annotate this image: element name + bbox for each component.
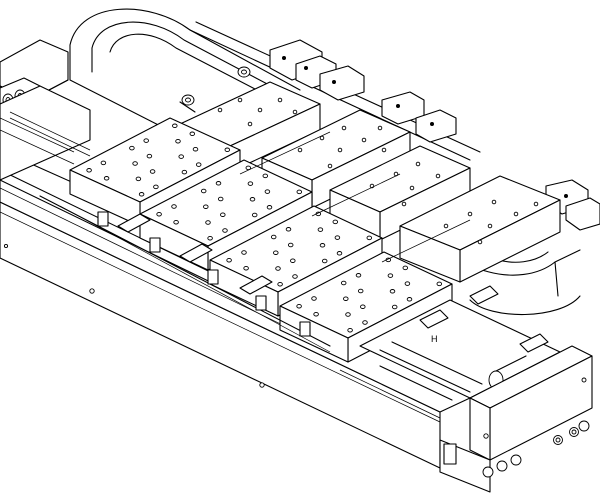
plate-hole: [204, 205, 209, 209]
plate-hole: [335, 236, 340, 240]
plate-hole: [267, 206, 272, 210]
plate-hole: [144, 139, 149, 143]
carriage-front-4-holes: [297, 258, 442, 332]
plate-hole: [174, 220, 179, 224]
plate-hole: [405, 282, 410, 286]
plate-hole: [358, 289, 363, 293]
plate-hole: [291, 259, 296, 263]
plate-hole: [173, 124, 178, 128]
plate-hole: [201, 189, 206, 193]
plate-hole: [130, 146, 135, 150]
plate-hole: [361, 305, 366, 309]
plate-hole: [176, 139, 181, 143]
plate-hole: [337, 252, 342, 256]
plate-hole: [286, 228, 291, 232]
plate-hole: [87, 169, 92, 173]
plate-hole: [367, 236, 372, 240]
plate-hole: [278, 282, 283, 286]
back-connectors: [270, 40, 600, 230]
front-rail-details: [40, 196, 330, 352]
plate-hole: [252, 213, 257, 217]
carriage-front-3-holes: [227, 212, 372, 286]
plate-hole: [139, 193, 144, 197]
plate-hole: [248, 182, 253, 186]
plate-hole: [223, 229, 228, 233]
plate-hole: [314, 312, 319, 316]
plate-hole: [246, 166, 251, 170]
plate-hole: [147, 154, 152, 158]
plate-hole: [390, 290, 395, 294]
right-end-cap: [440, 346, 592, 492]
carriage-upper-3: [330, 146, 470, 240]
plate-hole: [221, 213, 226, 217]
plate-hole: [154, 185, 159, 189]
carriage-front-1-holes: [87, 124, 230, 196]
plate-hole: [356, 274, 361, 278]
plate-hole: [104, 177, 109, 181]
plate-hole: [318, 228, 323, 232]
plate-hole: [265, 190, 270, 194]
plate-hole: [150, 170, 155, 174]
plate-hole: [341, 281, 346, 285]
plate-hole: [250, 198, 255, 202]
plate-hole: [227, 258, 232, 262]
plate-hole: [133, 162, 138, 166]
plate-hole: [242, 251, 247, 255]
plate-hole: [225, 148, 230, 152]
plate-hole: [182, 170, 187, 174]
carriage-upper-4: [400, 176, 560, 282]
plate-hole: [263, 174, 268, 178]
plate-hole: [157, 212, 162, 216]
plate-hole: [101, 161, 106, 165]
plate-hole: [403, 266, 408, 270]
plate-hole: [348, 328, 353, 332]
plate-hole: [392, 305, 397, 309]
plate-hole: [312, 297, 317, 301]
plate-hole: [333, 220, 338, 224]
plate-hole: [388, 274, 393, 278]
plate-hole: [271, 235, 276, 239]
plate-hole: [196, 163, 201, 167]
sensor-mark-label: H: [431, 334, 438, 344]
plate-hole: [190, 132, 195, 136]
plate-hole: [179, 155, 184, 159]
plate-hole: [218, 197, 223, 201]
plate-hole: [244, 266, 249, 270]
plate-hole: [288, 243, 293, 247]
plate-hole: [320, 244, 325, 248]
plate-hole: [437, 282, 442, 286]
plate-hole: [344, 297, 349, 301]
plate-hole: [363, 321, 368, 325]
plate-hole: [297, 190, 302, 194]
carriage-front-2-holes: [157, 166, 302, 240]
plate-hole: [297, 304, 302, 308]
plate-hole: [274, 251, 279, 255]
plate-hole: [276, 267, 281, 271]
plate-hole: [216, 182, 221, 186]
plate-hole: [322, 259, 327, 263]
plate-hole: [208, 236, 213, 240]
plate-hole: [407, 298, 412, 302]
inner-guides: [0, 118, 470, 262]
plate-hole: [193, 147, 198, 151]
plate-hole: [293, 275, 298, 279]
left-end-block: [0, 40, 90, 180]
plate-hole: [136, 177, 141, 181]
plate-hole: [206, 221, 211, 225]
plate-hole: [346, 313, 351, 317]
plate-hole: [172, 205, 177, 209]
